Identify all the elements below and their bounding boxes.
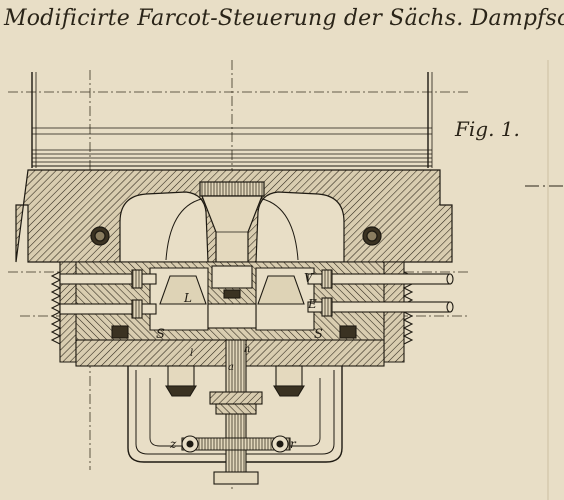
cylinder-body	[31, 72, 433, 168]
margin-rules	[525, 60, 564, 500]
label-h: h	[244, 344, 250, 355]
exhaust-nozzle	[199, 181, 265, 263]
plate-title: Modificirte Farcot-Steuerung der Sächs. …	[4, 6, 564, 31]
label-s-right: S	[314, 327, 323, 342]
part-labels: V L E S S l h a z r	[156, 271, 323, 451]
central-spindle	[181, 339, 291, 485]
label-r: r	[290, 437, 297, 451]
label-e: E	[307, 297, 317, 311]
label-v: V	[304, 271, 314, 285]
figure-label: Fig. 1.	[454, 117, 520, 141]
label-z: z	[169, 437, 177, 451]
label-l: L	[183, 291, 192, 305]
label-a: a	[228, 362, 234, 373]
label-l-small: l	[190, 348, 193, 359]
valve-rods	[59, 269, 454, 319]
label-s-left: S	[156, 327, 165, 342]
